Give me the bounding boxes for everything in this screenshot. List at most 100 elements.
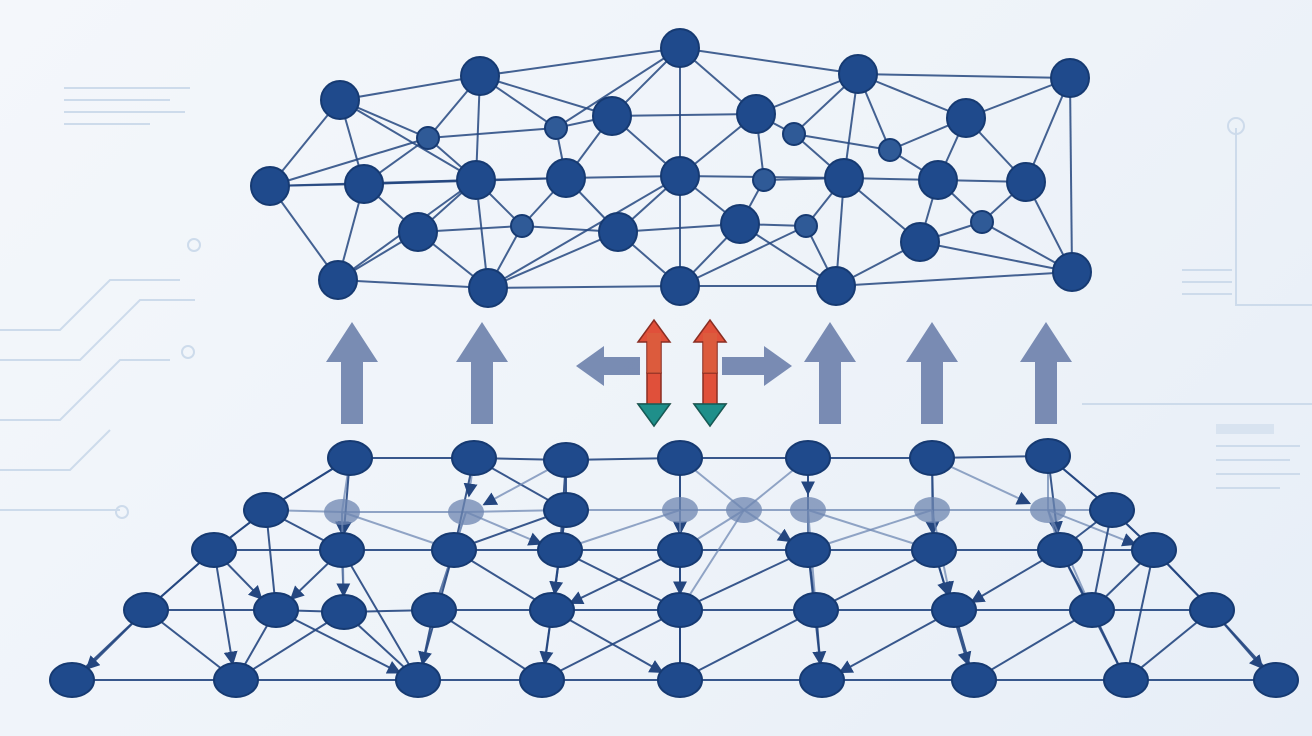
graph-edge bbox=[679, 549, 809, 611]
graph-edge bbox=[541, 609, 681, 681]
graph-edge bbox=[487, 231, 619, 289]
graph-node bbox=[1037, 532, 1083, 568]
graph-node bbox=[918, 160, 958, 200]
graph-edge bbox=[793, 133, 891, 151]
graph-edge bbox=[1069, 77, 1073, 273]
left-arrow bbox=[576, 346, 640, 386]
graph-node bbox=[519, 662, 565, 698]
graph-node bbox=[49, 662, 95, 698]
graph-node bbox=[253, 592, 299, 628]
graph-edge bbox=[617, 223, 741, 233]
graph-node bbox=[395, 662, 441, 698]
graph-node bbox=[909, 440, 955, 476]
graph-node bbox=[660, 28, 700, 68]
background-decorations bbox=[0, 87, 1312, 519]
graph-node bbox=[657, 532, 703, 568]
graph-edge bbox=[479, 75, 613, 117]
graph-node bbox=[660, 156, 700, 196]
graph-node bbox=[911, 532, 957, 568]
graph-node bbox=[799, 662, 845, 698]
graph-node bbox=[320, 80, 360, 120]
graph-edge bbox=[919, 241, 1073, 273]
graph-node bbox=[900, 222, 940, 262]
graph-node bbox=[657, 662, 703, 698]
graph-node bbox=[598, 212, 638, 252]
graph-edge bbox=[487, 175, 681, 289]
graph-node bbox=[1069, 592, 1115, 628]
bidirectional-arrow-shade bbox=[647, 333, 661, 373]
right-arrow bbox=[722, 346, 792, 386]
graph-edge bbox=[339, 75, 481, 101]
graph-node bbox=[1103, 662, 1149, 698]
up-arrow bbox=[1020, 322, 1072, 424]
graph-node bbox=[657, 592, 703, 628]
up-arrow bbox=[906, 322, 958, 424]
graph-node bbox=[816, 266, 856, 306]
graph-node bbox=[1006, 162, 1046, 202]
graph-edge bbox=[341, 549, 419, 681]
graph-node bbox=[790, 497, 826, 523]
up-arrow bbox=[456, 322, 508, 424]
upper-graph bbox=[250, 28, 1092, 308]
graph-node bbox=[662, 497, 698, 523]
graph-edge bbox=[555, 47, 681, 129]
graph-node bbox=[243, 492, 289, 528]
graph-node bbox=[529, 592, 575, 628]
graph-node bbox=[592, 96, 632, 136]
graph-node bbox=[456, 160, 496, 200]
graph-node bbox=[510, 214, 534, 238]
graph-node bbox=[460, 56, 500, 96]
graph-edge bbox=[835, 271, 1073, 287]
graph-node bbox=[1025, 438, 1071, 474]
graph-edge bbox=[857, 73, 1071, 79]
graph-edge bbox=[679, 225, 807, 287]
graph-node bbox=[544, 116, 568, 140]
transfer-arrows bbox=[326, 318, 1072, 428]
graph-node bbox=[785, 440, 831, 476]
graph-node bbox=[468, 268, 508, 308]
graph-node bbox=[318, 260, 358, 300]
graph-node bbox=[720, 204, 760, 244]
graph-edge bbox=[339, 99, 477, 181]
graph-edge bbox=[337, 279, 489, 289]
text-lines-icon bbox=[1216, 424, 1300, 489]
graph-node bbox=[951, 662, 997, 698]
directed-edge bbox=[838, 609, 955, 674]
graph-node bbox=[931, 592, 977, 628]
text-lines-icon bbox=[64, 87, 190, 125]
graph-edge bbox=[611, 113, 757, 117]
graph-node bbox=[324, 499, 360, 525]
circuit-trace-icon bbox=[1082, 117, 1312, 405]
graph-node bbox=[1189, 592, 1235, 628]
graph-node bbox=[785, 532, 831, 568]
graph-node bbox=[543, 442, 589, 478]
directed-edge bbox=[275, 609, 402, 674]
graph-node bbox=[448, 499, 484, 525]
graph-node bbox=[327, 440, 373, 476]
graph-edge bbox=[679, 47, 859, 75]
graph-edge bbox=[973, 609, 1093, 681]
graph-node bbox=[1030, 497, 1066, 523]
lower-graph-edges bbox=[71, 455, 1277, 681]
graph-node bbox=[736, 94, 776, 134]
up-arrow bbox=[804, 322, 856, 424]
graph-node bbox=[794, 214, 818, 238]
graph-edge bbox=[269, 137, 429, 187]
graph-node bbox=[543, 492, 589, 528]
graph-node bbox=[824, 158, 864, 198]
lower-graph bbox=[49, 438, 1299, 698]
graph-node bbox=[431, 532, 477, 568]
graph-node bbox=[793, 592, 839, 628]
graph-node bbox=[914, 497, 950, 523]
graph-node bbox=[451, 440, 497, 476]
graph-node bbox=[782, 122, 806, 146]
graph-edge bbox=[433, 609, 543, 681]
graph-edge bbox=[679, 509, 745, 611]
directed-edge bbox=[213, 549, 238, 666]
graph-node bbox=[191, 532, 237, 568]
up-arrow bbox=[326, 322, 378, 424]
graph-edge bbox=[815, 549, 935, 611]
graph-node bbox=[319, 532, 365, 568]
graph-node bbox=[1089, 492, 1135, 528]
